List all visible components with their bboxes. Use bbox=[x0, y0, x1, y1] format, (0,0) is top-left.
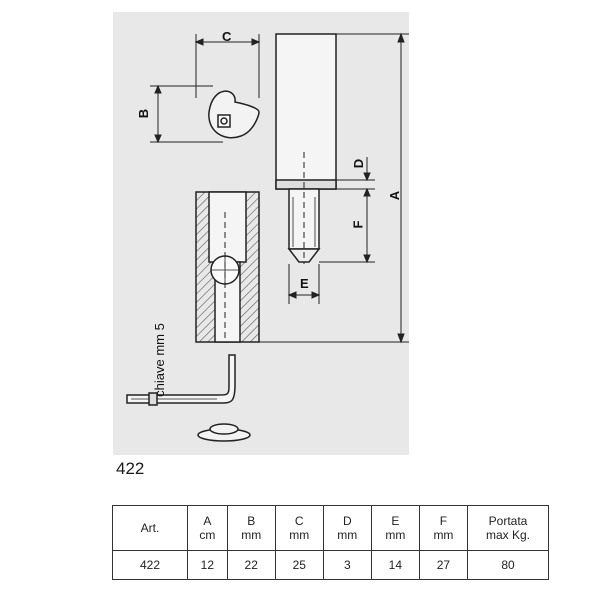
header-art: Art. bbox=[112, 505, 188, 551]
allen-key bbox=[126, 354, 236, 406]
washer bbox=[197, 423, 251, 442]
label-e: E bbox=[300, 276, 309, 291]
dimension-b bbox=[150, 84, 223, 144]
hinge-top-view bbox=[208, 90, 260, 139]
label-d: D bbox=[351, 158, 367, 169]
cell-d: 3 bbox=[322, 550, 372, 580]
key-size-label: chiave mm 5 bbox=[152, 323, 167, 397]
label-b: B bbox=[136, 108, 152, 119]
hinge-drawing-svg bbox=[126, 32, 409, 442]
hinge-pin-part bbox=[275, 33, 337, 264]
dimension-e bbox=[287, 264, 321, 304]
dimension-a bbox=[259, 32, 409, 344]
dimension-c bbox=[194, 34, 261, 98]
label-c: C bbox=[222, 29, 232, 44]
label-f: F bbox=[350, 220, 366, 229]
cell-a: 12 bbox=[187, 550, 228, 580]
label-a: A bbox=[387, 190, 403, 201]
hinge-socket-part bbox=[195, 191, 260, 343]
cell-e: 14 bbox=[370, 550, 420, 580]
dimension-f bbox=[319, 189, 375, 264]
table-row: 422 12 22 25 3 14 27 80 bbox=[112, 550, 549, 580]
cell-b: 22 bbox=[226, 550, 276, 580]
cell-f: 27 bbox=[418, 550, 469, 580]
cell-c: 25 bbox=[274, 550, 324, 580]
technical-drawing: C B D A F E bbox=[113, 12, 409, 455]
cell-portata: 80 bbox=[467, 550, 549, 580]
article-number: 422 bbox=[116, 459, 145, 478]
cell-art: 422 bbox=[112, 550, 188, 580]
